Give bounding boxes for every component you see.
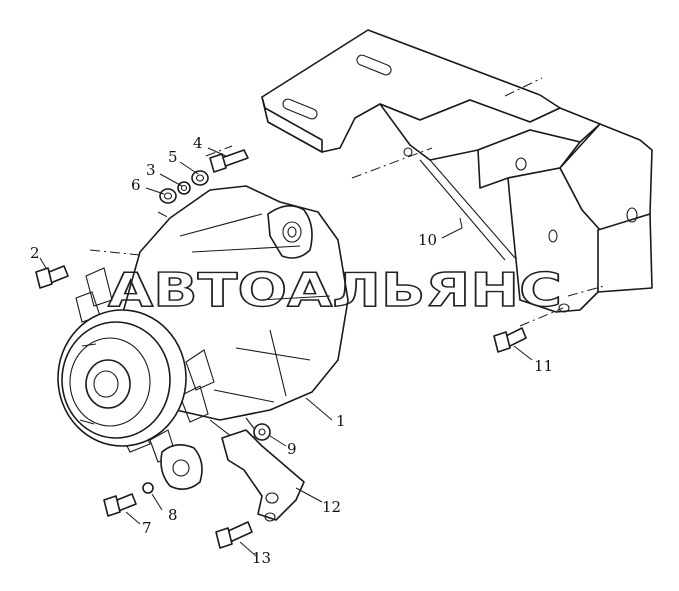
callout-labels: 1 2 3 4 5 6 7 8 9 10 11 12 13 [30, 134, 553, 567]
callout-4: 4 [193, 134, 203, 152]
fastener-washer-3 [177, 181, 191, 195]
callout-10: 10 [418, 231, 437, 249]
fastener-nut-5 [191, 170, 209, 186]
adjusting-bracket [221, 429, 305, 522]
callout-13: 13 [252, 549, 271, 567]
callout-12: 12 [322, 498, 341, 516]
fastener-bolt-2 [35, 265, 69, 289]
fastener-bolt-7 [103, 493, 137, 517]
alternator [57, 185, 349, 490]
fastener-washer-8 [142, 482, 154, 494]
fastener-bolt-11 [493, 327, 527, 353]
callout-7: 7 [142, 519, 152, 537]
callout-5: 5 [168, 148, 178, 166]
callout-3: 3 [146, 161, 156, 179]
watermark-text: АВТОАЛЬЯНС [108, 263, 562, 317]
callout-1: 1 [336, 412, 346, 430]
fastener-bolt-4 [209, 149, 249, 173]
callout-6: 6 [131, 176, 141, 194]
leader-lines [39, 147, 533, 557]
fastener-washer-9 [253, 423, 271, 441]
fastener-bolt-13 [215, 521, 253, 549]
callout-9: 9 [287, 440, 297, 458]
mounting-bracket [261, 29, 653, 313]
callout-2: 2 [30, 244, 40, 262]
fastener-nut-6 [159, 188, 177, 204]
callout-11: 11 [534, 357, 553, 375]
callout-8: 8 [168, 506, 178, 524]
